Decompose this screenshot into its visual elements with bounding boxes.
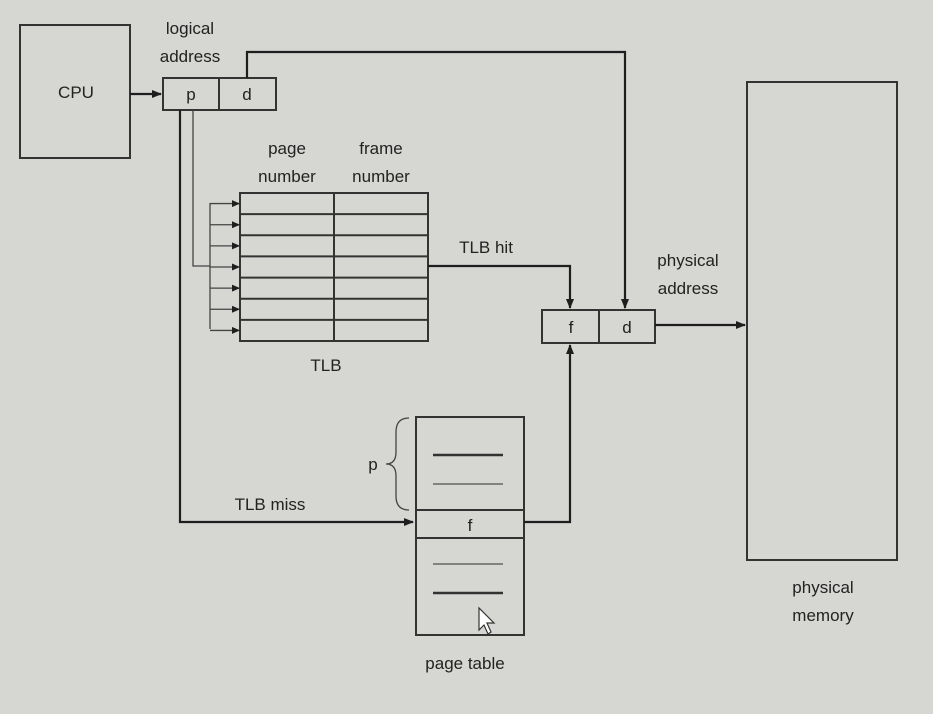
tlb-row-lines — [240, 213, 428, 321]
tlb-miss-arrow — [178, 110, 414, 526]
physical-memory-rect — [746, 81, 898, 561]
tlb-comb-arrows — [210, 200, 240, 334]
tlb-frame-header-line1: frame — [359, 139, 402, 158]
cpu-box: CPU — [19, 24, 131, 159]
physical-address-frame-field: f — [569, 318, 574, 337]
physical-address-label-line1: physical — [657, 251, 718, 270]
physical-address-offset-field: d — [622, 318, 631, 337]
mouse-pointer-icon — [478, 606, 496, 635]
physical-memory: physical memory — [746, 81, 898, 625]
offset-to-physical-arrow — [245, 50, 629, 309]
logical-address-label-line1: logical — [166, 19, 214, 38]
tlb-miss-label: TLB miss — [235, 495, 306, 514]
page-table-entry-field: f — [468, 516, 473, 535]
logical-address-page-field: p — [186, 85, 195, 104]
physical-address: physical address f d — [541, 251, 719, 344]
cpu-rect — [19, 24, 131, 159]
physical-memory-label-line2: memory — [792, 606, 854, 625]
cpu-label: CPU — [58, 83, 94, 102]
page-index-brace — [385, 417, 410, 511]
page-table-to-frame-arrow — [524, 344, 574, 524]
page-table: f page table — [415, 416, 525, 673]
physical-address-label-line2: address — [658, 279, 718, 298]
tlb-page-header-line1: page — [268, 139, 306, 158]
tlb-frame-header-line2: number — [352, 167, 410, 186]
page-table-rect — [415, 416, 525, 636]
tlb-page-header-line2: number — [258, 167, 316, 186]
tlb: page number frame number TLB — [239, 139, 429, 375]
page-number-to-tlb-line — [192, 110, 210, 267]
page-table-label: page table — [425, 654, 504, 673]
tlb-hit-label: TLB hit — [459, 238, 513, 257]
physical-memory-label-line1: physical — [792, 578, 853, 597]
logical-address-label-line2: address — [160, 47, 220, 66]
logical-address: logical address p d — [160, 19, 277, 111]
tlb-label: TLB — [310, 356, 341, 375]
logical-address-offset-field: d — [242, 85, 251, 104]
page-index-label: p — [368, 455, 377, 474]
tlb-hit-arrow — [428, 264, 574, 309]
